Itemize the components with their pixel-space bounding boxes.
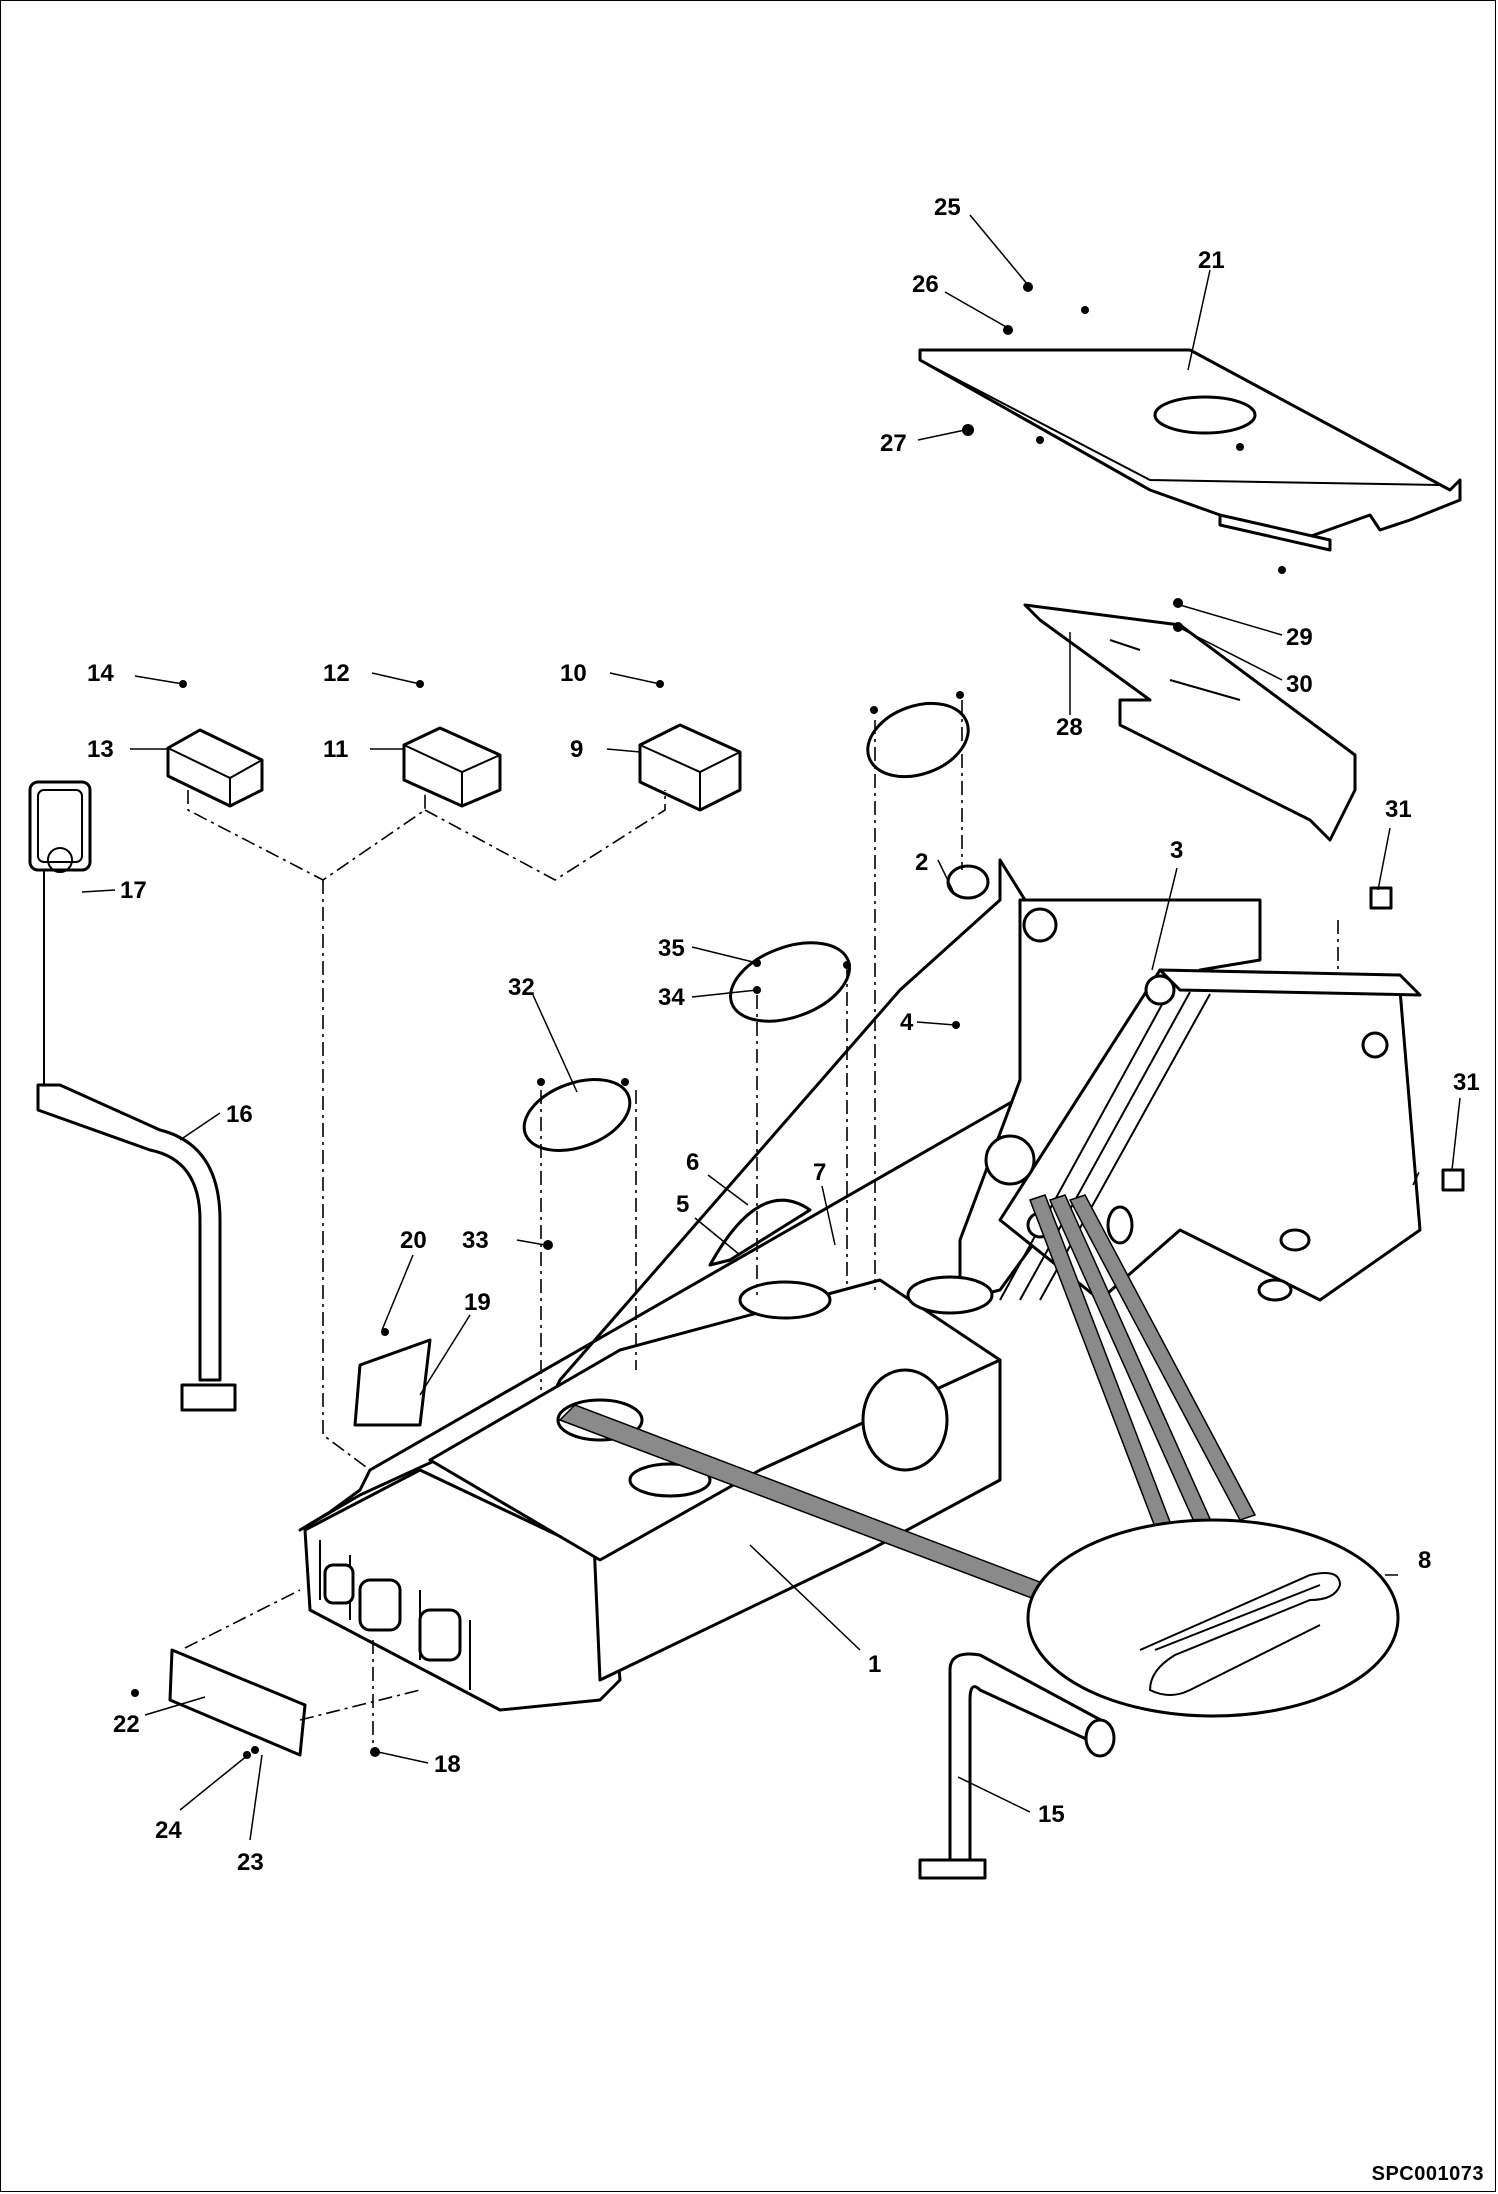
plate-19	[353, 1338, 432, 1427]
callout-22: 22	[113, 1711, 140, 1738]
callout-21: 21	[1198, 247, 1225, 274]
oval-cover-top	[866, 701, 970, 779]
callout-9: 9	[570, 736, 583, 763]
bracket-16	[36, 1083, 237, 1412]
block-13	[166, 728, 264, 808]
assembly-lines	[184, 700, 1421, 1750]
callout-6: 6	[686, 1149, 699, 1176]
block-11	[402, 726, 502, 808]
oval-cover-32	[522, 1078, 632, 1152]
callout-14: 14	[87, 660, 114, 687]
callout-17: 17	[120, 877, 147, 904]
callout-35: 35	[658, 935, 685, 962]
callout-18: 18	[434, 1751, 461, 1778]
callout-31-upper: 31	[1385, 796, 1412, 823]
callout-30: 30	[1286, 671, 1313, 698]
callout-4: 4	[900, 1009, 914, 1036]
callout-20: 20	[400, 1227, 427, 1254]
callout-24: 24	[155, 1817, 182, 1844]
callout-10: 10	[560, 660, 587, 687]
callout-31-lower: 31	[1453, 1069, 1480, 1096]
callout-25: 25	[934, 194, 961, 221]
callout-15: 15	[1038, 1801, 1065, 1828]
callout-1: 1	[868, 1651, 881, 1678]
callout-13: 13	[87, 736, 114, 763]
callout-34: 34	[658, 984, 685, 1011]
callout-labels: 1 2 3 4 5 6 7 8 9 10 11 12 13 14 15 16 1…	[87, 194, 1480, 1876]
oval-cover-34	[729, 941, 851, 1023]
block-9	[638, 723, 742, 812]
callout-26: 26	[912, 271, 939, 298]
plate-22	[168, 1648, 307, 1757]
callout-8: 8	[1418, 1547, 1431, 1574]
drawing-code: SPC001073	[1371, 2163, 1484, 2185]
callout-19: 19	[464, 1289, 491, 1316]
weld-detail-callout	[1026, 1518, 1400, 1718]
callout-27: 27	[880, 430, 907, 457]
callout-5: 5	[676, 1191, 689, 1218]
handle-15	[918, 1652, 1116, 1880]
callout-23: 23	[237, 1849, 264, 1876]
callout-12: 12	[323, 660, 350, 687]
callout-33: 33	[462, 1227, 489, 1254]
leader-lines	[81, 214, 1461, 1841]
callout-29: 29	[1286, 624, 1313, 651]
main-frame	[298, 858, 1422, 1712]
callout-16: 16	[226, 1101, 253, 1128]
top-cover-plate	[918, 348, 1462, 552]
mirror-17	[28, 780, 92, 1090]
callout-7: 7	[813, 1159, 826, 1186]
callout-28: 28	[1056, 714, 1083, 741]
callout-2: 2	[915, 849, 928, 876]
callout-11: 11	[323, 736, 348, 763]
callout-3: 3	[1170, 837, 1183, 864]
cover-plate-28	[1023, 603, 1357, 842]
callout-32: 32	[508, 974, 535, 1001]
